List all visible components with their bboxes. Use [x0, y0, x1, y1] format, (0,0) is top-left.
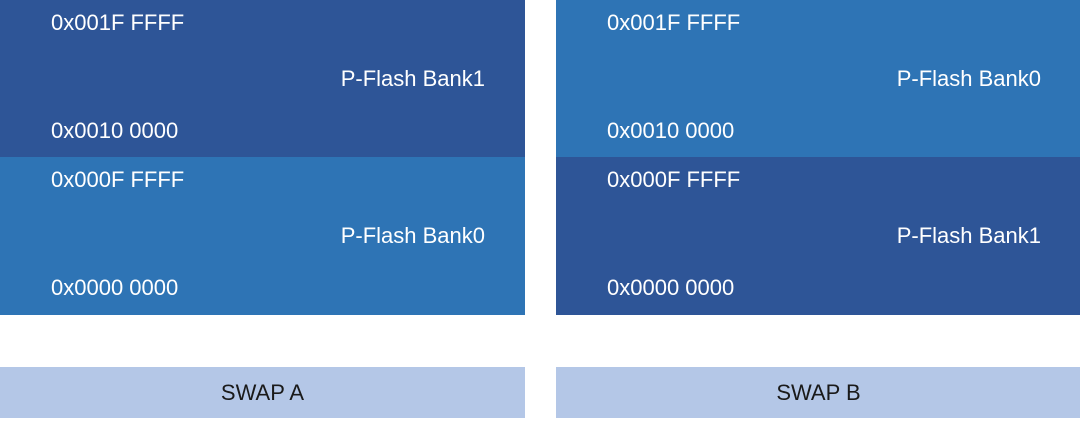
swap-b-upper-bank-end-address: 0x001F FFFF	[607, 10, 741, 35]
swap-b-lower-bank-name: P-Flash Bank1	[896, 223, 1041, 248]
swap-a-lower-bank-name: P-Flash Bank0	[340, 223, 485, 248]
swap-b-upper-bank-start-address: 0x0010 0000	[607, 118, 735, 143]
swap-a-upper-bank-end-address: 0x001F FFFF	[51, 10, 185, 35]
swap-a-label: SWAP A	[0, 367, 525, 418]
swap-b-lower-bank: 0x000F FFFF P-Flash Bank1 0x0000 0000	[556, 157, 1080, 315]
swap-a-lower-bank: 0x000F FFFF P-Flash Bank0 0x0000 0000	[0, 157, 525, 315]
swap-a-lower-bank-start-address: 0x0000 0000	[51, 275, 179, 300]
swap-b-label: SWAP B	[556, 367, 1080, 418]
swap-b-lower-bank-end-address: 0x000F FFFF	[607, 167, 741, 192]
swap-b-memory-map: 0x001F FFFF P-Flash Bank0 0x0010 0000 0x…	[556, 0, 1080, 315]
swap-a-upper-bank: 0x001F FFFF P-Flash Bank1 0x0010 0000	[0, 0, 525, 157]
swap-a-upper-bank-start-address: 0x0010 0000	[51, 118, 179, 143]
swap-b-upper-bank: 0x001F FFFF P-Flash Bank0 0x0010 0000	[556, 0, 1080, 157]
swap-b-upper-bank-name: P-Flash Bank0	[896, 66, 1041, 91]
swap-a-memory-map: 0x001F FFFF P-Flash Bank1 0x0010 0000 0x…	[0, 0, 525, 315]
swap-b-lower-bank-start-address: 0x0000 0000	[607, 275, 735, 300]
swap-a-lower-bank-end-address: 0x000F FFFF	[51, 167, 185, 192]
swap-a-upper-bank-name: P-Flash Bank1	[340, 66, 485, 91]
